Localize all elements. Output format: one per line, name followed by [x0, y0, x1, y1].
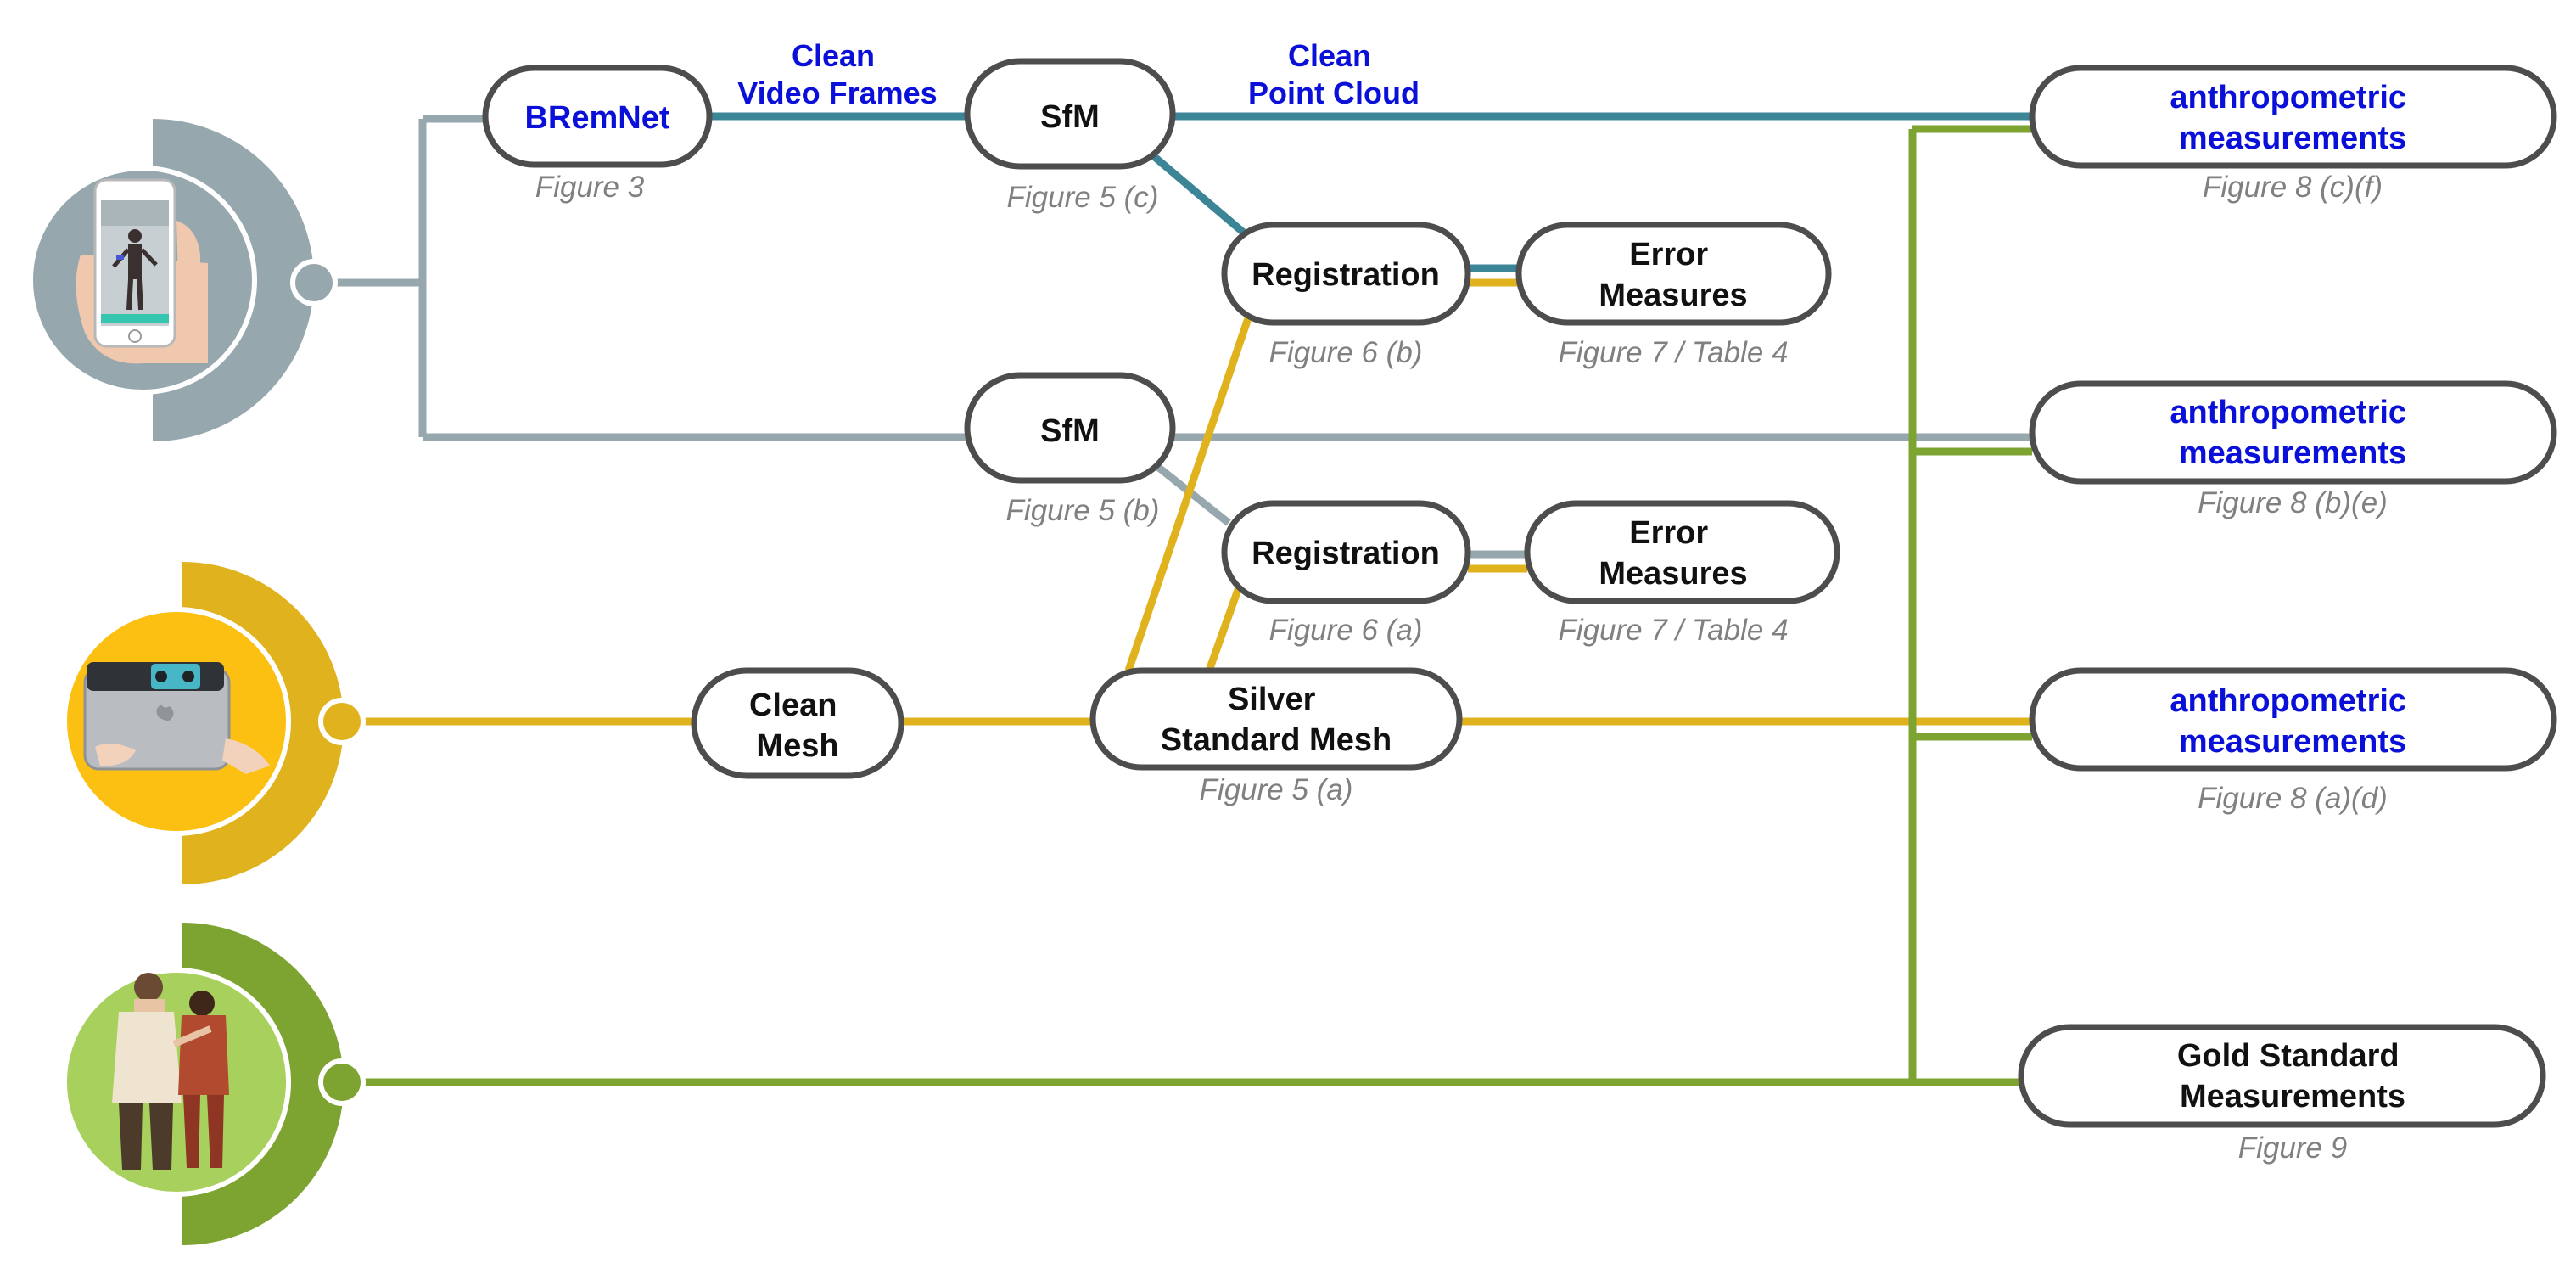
node-error-a-label: Error Measures [1599, 515, 1747, 592]
node-registration-b: Registration Figure 6 (b) [1221, 222, 1471, 369]
node-anthro-be-caption: Figure 8 (b)(e) [2198, 486, 2388, 519]
node-sfm-c: SfM Figure 5 (c) [964, 58, 1176, 214]
node-bremnet-caption: Figure 3 [535, 171, 645, 204]
node-gold-standard: Gold Standard Measurements Figure 9 [2018, 1024, 2546, 1165]
node-registration-a-caption: Figure 6 (a) [1269, 614, 1423, 647]
smartphone-video-icon [76, 178, 208, 364]
node-anthro-cf: anthropometric measurements Figure 8 (c)… [2029, 65, 2557, 204]
node-bremnet: BRemNet Figure 3 [482, 65, 713, 204]
node-gold-standard-caption: Figure 9 [2238, 1131, 2347, 1165]
node-anthro-ad-label: anthropometric measurements [2170, 683, 2415, 760]
scanner-source-connector [318, 698, 366, 745]
edge-phone-trunk [314, 115, 970, 441]
edge-label-clean-point-cloud: Clean Point Cloud [1248, 38, 1420, 110]
node-registration-a-label: Registration [1252, 536, 1440, 571]
node-silver-mesh-label: Silver Standard Mesh [1161, 682, 1392, 758]
node-sfm-b-label: SfM [1040, 413, 1100, 449]
phone-source [28, 119, 338, 441]
node-anthro-cf-caption: Figure 8 (c)(f) [2203, 171, 2383, 204]
node-anthro-ad: anthropometric measurements Figure 8 (a)… [2029, 667, 2557, 815]
phone-source-connector [290, 259, 338, 306]
node-clean-mesh: Clean Mesh [691, 667, 904, 779]
node-anthro-be-label: anthropometric measurements [2170, 395, 2415, 471]
node-error-a-caption: Figure 7 / Table 4 [1558, 614, 1788, 647]
node-anthro-cf-label: anthropometric measurements [2170, 80, 2415, 156]
manual-source [62, 923, 366, 1245]
node-silver-mesh-caption: Figure 5 (a) [1200, 773, 1353, 806]
tablet-3d-scanner-icon [83, 662, 270, 774]
edge-gold-branch [1908, 125, 2032, 1082]
node-bremnet-label: BRemNet [524, 100, 669, 136]
node-error-b: Error Measures Figure 7 / Table 4 [1515, 222, 1832, 369]
edge-silver-registration-b [1124, 314, 1253, 672]
edge-label-clean-video-frames: Clean Video Frames [737, 38, 937, 110]
node-sfm-c-label: SfM [1040, 99, 1100, 135]
node-anthro-ad-caption: Figure 8 (a)(d) [2198, 782, 2388, 815]
edge-silver-registration-a [1205, 586, 1243, 672]
node-registration-a: Registration Figure 6 (a) [1221, 500, 1471, 647]
node-registration-b-caption: Figure 6 (b) [1269, 336, 1423, 369]
node-error-a: Error Measures Figure 7 / Table 4 [1524, 500, 1840, 647]
node-gold-standard-label: Gold Standard Measurements [2177, 1038, 2408, 1114]
node-registration-b-label: Registration [1252, 257, 1440, 293]
node-sfm-c-caption: Figure 5 (c) [1007, 181, 1159, 214]
node-clean-mesh-label: Clean Mesh [749, 688, 846, 764]
node-sfm-b: SfM Figure 5 (b) [964, 372, 1176, 527]
node-error-b-label: Error Measures [1599, 237, 1747, 313]
node-error-b-caption: Figure 7 / Table 4 [1558, 336, 1788, 369]
manual-measurement-photo-icon [112, 973, 229, 1170]
node-sfm-b-caption: Figure 5 (b) [1006, 494, 1160, 527]
node-silver-mesh: Silver Standard Mesh Figure 5 (a) [1089, 667, 1463, 806]
edge-sfm-registration-b [1147, 149, 1248, 238]
node-anthro-be: anthropometric measurements Figure 8 (b)… [2029, 380, 2557, 519]
manual-source-connector [318, 1058, 366, 1106]
scanner-source [62, 562, 366, 884]
